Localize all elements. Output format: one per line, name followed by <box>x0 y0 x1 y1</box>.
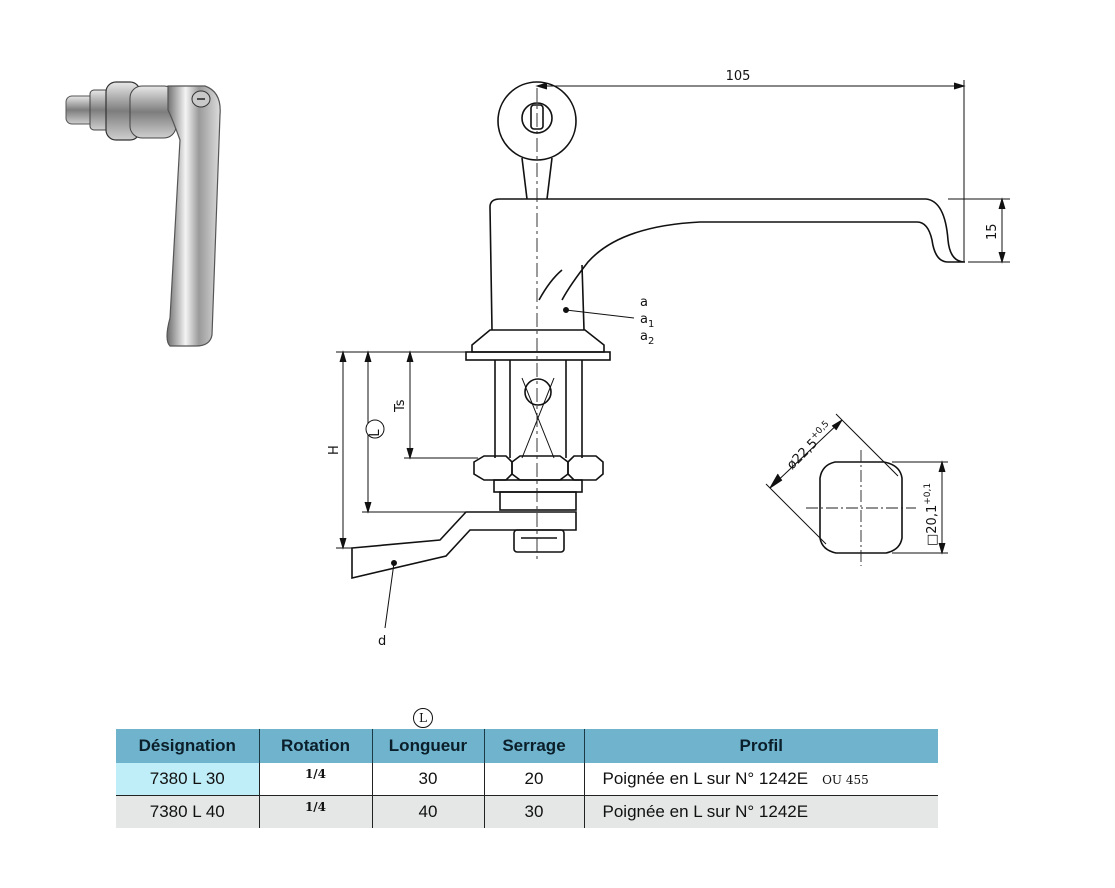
cutout-profile <box>819 461 903 554</box>
cell-longueur: 40 <box>372 795 485 828</box>
dim-square <box>892 460 948 555</box>
dim-square-label: □20,1+0,1 <box>923 483 940 546</box>
cutout-centerlines <box>806 450 916 566</box>
col-profil: Profil <box>584 729 938 763</box>
cell-profil: Poignée en L sur N° 1242E <box>584 795 938 828</box>
leader-d <box>384 560 397 629</box>
dim-ts-label: Ts <box>393 399 408 413</box>
col-rotation: Rotation <box>259 729 373 763</box>
profil-note: OU 455 <box>822 773 869 787</box>
cell-serrage: 30 <box>484 795 585 828</box>
technical-drawing: 105 15 H L Ts a a1 a2 <box>65 69 1010 649</box>
col-designation: Désignation <box>116 729 260 763</box>
label-d: d <box>378 634 386 649</box>
dim-ts <box>404 350 478 460</box>
table-row: 7380 L 40 1/4 40 30 Poignée en L sur N° … <box>116 795 938 828</box>
product-photo <box>65 81 221 347</box>
dim-height-right <box>948 197 1010 264</box>
dim-diameter <box>765 413 899 545</box>
table-header-row: Désignation Rotation Longueur Serrage Pr… <box>116 729 938 763</box>
label-a1: a1 <box>640 312 654 330</box>
dim-length-circled <box>362 350 500 514</box>
cell-rotation: 1/4 <box>259 795 373 828</box>
col-serrage: Serrage <box>484 729 585 763</box>
leader-a <box>563 307 635 319</box>
cell-serrage: 20 <box>484 763 585 796</box>
cell-longueur: 30 <box>372 763 485 796</box>
profil-text: Poignée en L sur N° 1242E <box>602 802 809 821</box>
dim-overall-height <box>336 350 470 550</box>
handle-drawing <box>351 81 966 580</box>
dim-length-label: 105 <box>726 69 751 84</box>
spec-table: Désignation Rotation Longueur Serrage Pr… <box>116 729 938 828</box>
dim-length <box>535 80 966 262</box>
dim-length-circled-label: L <box>368 429 383 437</box>
dim-overall-height-label: H <box>327 445 342 455</box>
col-longueur: Longueur <box>372 729 485 763</box>
cell-designation: 7380 L 40 <box>116 795 260 828</box>
cell-rotation: 1/4 <box>259 763 373 796</box>
cell-designation: 7380 L 30 <box>116 763 260 796</box>
table-row: 7380 L 30 1/4 30 20 Poignée en L sur N° … <box>116 763 938 796</box>
label-a: a <box>640 295 648 310</box>
cell-profil: Poignée en L sur N° 1242E OU 455 <box>584 763 938 796</box>
dim-height-right-label: 15 <box>985 223 1000 240</box>
label-a2: a2 <box>640 329 654 347</box>
profil-text: Poignée en L sur N° 1242E <box>602 769 809 788</box>
length-column-marker: L <box>413 708 433 728</box>
